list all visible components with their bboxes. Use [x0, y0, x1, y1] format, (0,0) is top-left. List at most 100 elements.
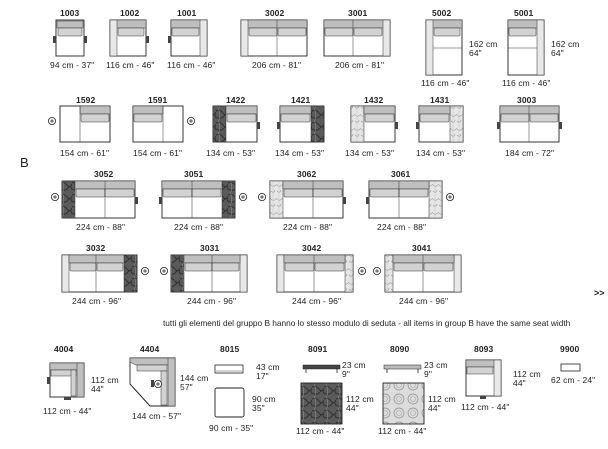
width-1431: 134 cm - 53"	[416, 148, 466, 158]
group-note: tutti gli elementi del gruppo B hanno lo…	[163, 318, 571, 328]
module-5002	[425, 19, 463, 76]
depth-in-5001: 64"	[551, 48, 564, 58]
depth-in-8091: 44"	[346, 403, 359, 413]
height-8090: 23 cm	[424, 360, 448, 370]
module-1003	[53, 19, 87, 57]
code-3041: 3041	[412, 243, 432, 253]
module-3062	[257, 180, 346, 219]
module-8015	[214, 364, 245, 418]
depth-in-8015: 35"	[252, 403, 265, 413]
width-3031: 244 cm - 96"	[187, 296, 237, 306]
width-1432: 134 cm - 53"	[345, 148, 395, 158]
module-1592	[48, 105, 111, 143]
module-8091	[300, 364, 343, 425]
code-1591: 1591	[148, 95, 168, 105]
code-4004: 4004	[54, 344, 74, 354]
width-1002: 116 cm - 46"	[106, 60, 155, 70]
depth-4004: 112 cm	[91, 375, 119, 385]
height-in-8015: 17"	[256, 371, 269, 381]
module-3061	[366, 180, 454, 219]
module-1422	[212, 105, 260, 143]
depth-in-4404: 57"	[180, 382, 193, 392]
width-1592: 154 cm - 61"	[60, 148, 110, 158]
width-1422: 134 cm - 53"	[206, 148, 256, 158]
width-3002: 206 cm - 81"	[252, 60, 302, 70]
code-3031: 3031	[200, 243, 220, 253]
module-4404	[129, 357, 176, 407]
width-8090: 112 cm - 44"	[378, 426, 427, 436]
module-1591	[132, 105, 195, 143]
code-8015: 8015	[220, 344, 240, 354]
width-3061: 224 cm - 88"	[377, 222, 427, 232]
width-3042: 244 cm - 96"	[292, 296, 342, 306]
module-5001	[507, 19, 545, 76]
module-3003	[497, 105, 562, 143]
module-1002	[109, 19, 149, 57]
code-8093: 8093	[474, 344, 494, 354]
code-5001: 5001	[514, 8, 534, 18]
module-3052	[51, 180, 138, 219]
depth-in-8090: 44"	[428, 403, 441, 413]
depth-5001: 162 cm	[551, 39, 580, 49]
width-3032: 244 cm - 96"	[72, 296, 122, 306]
module-3002	[240, 19, 308, 57]
module-3031	[159, 254, 248, 293]
depth-in-8093: 44"	[513, 378, 526, 388]
depth-5002: 162 cm	[469, 39, 498, 49]
code-1003: 1003	[60, 8, 80, 18]
code-1431: 1431	[430, 95, 450, 105]
section-label: B	[20, 155, 29, 170]
width-1591: 154 cm - 61"	[133, 148, 183, 158]
depth-8093: 112 cm	[513, 369, 541, 379]
module-1001	[168, 19, 208, 57]
module-1432	[350, 105, 398, 143]
width-8091: 112 cm - 44"	[296, 426, 345, 436]
code-1592: 1592	[76, 95, 96, 105]
height-8015: 43 cm	[256, 362, 280, 372]
module-3051	[159, 180, 247, 219]
depth-in-5002: 64"	[469, 48, 482, 58]
width-8015: 90 cm - 35"	[209, 423, 254, 433]
width-3051: 224 cm - 88"	[174, 222, 224, 232]
code-1432: 1432	[364, 95, 384, 105]
module-8093	[465, 359, 502, 399]
module-3001	[323, 19, 391, 57]
width-1421: 134 cm - 53"	[275, 148, 325, 158]
module-3041	[372, 254, 462, 293]
code-3062: 3062	[297, 169, 317, 179]
width-5001: 116 cm - 46"	[502, 78, 551, 88]
code-8090: 8090	[390, 344, 410, 354]
code-3051: 3051	[184, 169, 204, 179]
module-9900	[560, 363, 581, 372]
width-3041: 244 cm - 96"	[399, 296, 449, 306]
width-3001: 206 cm - 81"	[335, 60, 385, 70]
code-3002: 3002	[265, 8, 285, 18]
code-4404: 4404	[140, 344, 160, 354]
next-page-arrow[interactable]: >>	[594, 288, 605, 298]
depth-4404: 144 cm	[180, 373, 209, 383]
width-3052: 224 cm - 88"	[76, 222, 126, 232]
module-1421	[277, 105, 325, 143]
code-1421: 1421	[291, 95, 311, 105]
width-8093: 112 cm - 44"	[461, 402, 510, 412]
code-3061: 3061	[391, 169, 411, 179]
code-1422: 1422	[226, 95, 246, 105]
depth-8091: 112 cm	[346, 394, 374, 404]
height-in-8091: 9"	[342, 369, 350, 379]
height-8091: 23 cm	[342, 360, 366, 370]
code-3001: 3001	[348, 8, 368, 18]
code-1001: 1001	[177, 8, 197, 18]
code-3042: 3042	[302, 243, 322, 253]
width-1001: 116 cm - 46"	[167, 60, 216, 70]
width-3062: 224 cm - 88"	[283, 222, 333, 232]
code-3032: 3032	[86, 243, 106, 253]
code-8091: 8091	[308, 344, 328, 354]
code-9900: 9900	[560, 344, 580, 354]
width-5002: 116 cm - 46"	[421, 78, 470, 88]
height-in-8090: 9"	[424, 369, 432, 379]
code-3052: 3052	[94, 169, 114, 179]
depth-8015: 90 cm	[252, 394, 276, 404]
code-5002: 5002	[432, 8, 452, 18]
